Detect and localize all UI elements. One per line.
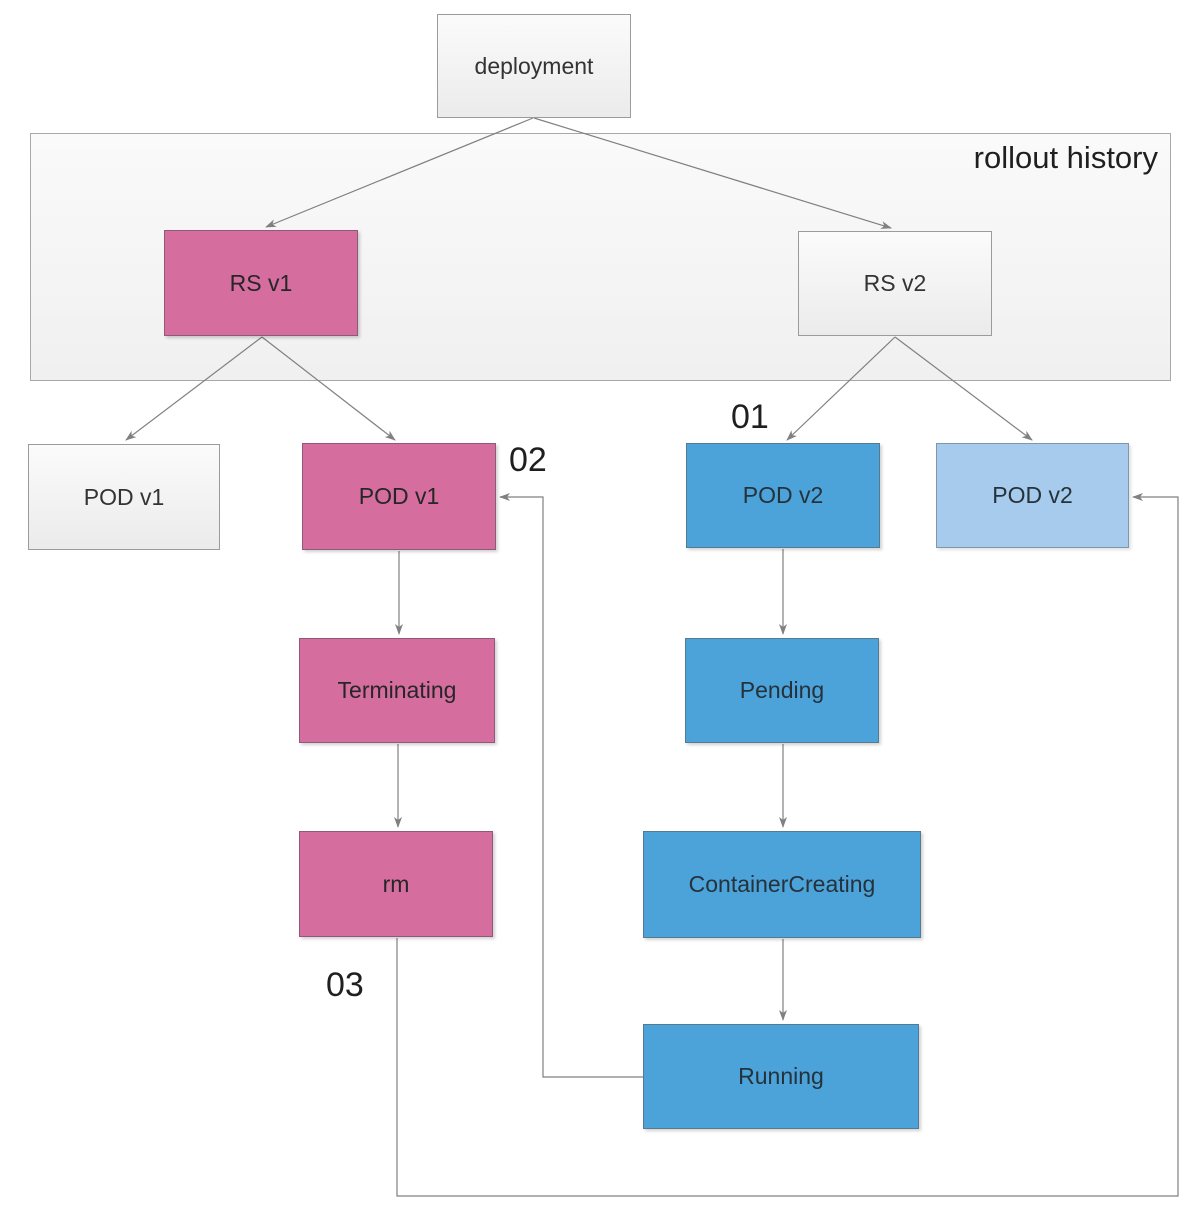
node-deployment: deployment — [437, 14, 631, 118]
step-label-01: 01 — [731, 398, 769, 436]
node-pod-v1-old: POD v1 — [28, 444, 220, 550]
node-pod-v2-new: POD v2 — [936, 443, 1129, 548]
step-label-03: 03 — [326, 966, 364, 1004]
rollout-history-title: rollout history — [973, 140, 1158, 175]
node-rs-v1: RS v1 — [164, 230, 358, 336]
node-pod-v2: POD v2 — [686, 443, 880, 548]
node-rm: rm — [299, 831, 493, 937]
node-rs-v2: RS v2 — [798, 231, 992, 336]
node-running: Running — [643, 1024, 919, 1129]
node-pending: Pending — [685, 638, 879, 743]
node-terminating: Terminating — [299, 638, 495, 743]
step-label-02: 02 — [509, 441, 547, 479]
node-pod-v1: POD v1 — [302, 443, 496, 550]
node-container-creating: ContainerCreating — [643, 831, 921, 938]
